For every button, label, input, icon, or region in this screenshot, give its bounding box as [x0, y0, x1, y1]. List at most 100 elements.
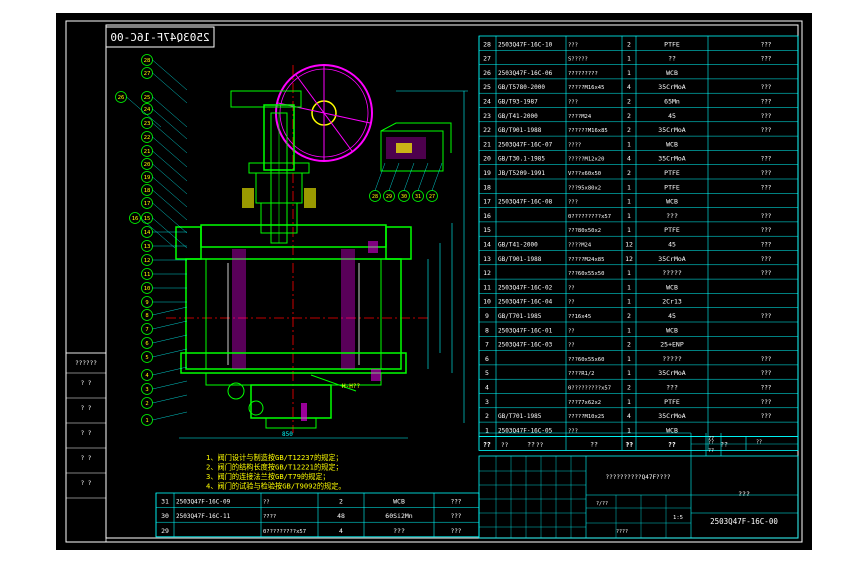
bom-qty: 2 — [627, 126, 631, 134]
bom-qty: 1 — [627, 398, 631, 406]
left-strip-text: ? ? — [81, 455, 92, 462]
bom-name: ????R1/2 — [568, 371, 595, 377]
bom-name: ?????M12x20 — [568, 157, 604, 163]
bom-name: ??????M16x85 — [568, 128, 608, 134]
bom-no: 14 — [483, 241, 491, 249]
bom-no: 8 — [485, 326, 489, 334]
balloon-number: 19 — [144, 175, 151, 181]
bom-note: ??? — [761, 413, 772, 420]
bom-name: ???77x62x2 — [568, 400, 601, 406]
bottom-qty: 2 — [339, 498, 343, 506]
bom-no: 5 — [485, 369, 489, 377]
bom-code: GB/T701-1985 — [498, 413, 542, 420]
left-strip-text: ? ? — [81, 480, 92, 487]
bom-code: GB/T30.1-1985 — [498, 156, 545, 163]
bom-material: 25+ENP — [660, 341, 684, 349]
bom-name: ????M24 — [568, 243, 592, 249]
bom-qty: 1 — [627, 283, 631, 291]
bom-name: 0?????????x57 — [568, 214, 611, 220]
balloon-number: 20 — [144, 162, 151, 168]
balloon-number: 21 — [144, 149, 151, 155]
bom-no: 23 — [483, 112, 491, 120]
title-qmarks: ?? — [536, 442, 544, 449]
bom-material: PTFE — [664, 226, 680, 234]
part-balloon: 27 — [426, 162, 443, 202]
part-balloon: 22 — [141, 131, 188, 168]
bom-name: ????????? — [568, 71, 598, 77]
bom-material: 65Mn — [664, 98, 680, 106]
bom-header: ?? — [720, 440, 728, 448]
bom-note: ??? — [761, 227, 772, 234]
bom-qty: 2 — [627, 40, 631, 48]
bom-note: ??? — [761, 399, 772, 406]
bom-material: WCB — [666, 426, 678, 434]
left-strip-table: ??????? ?? ?? ?? ?? ? — [65, 352, 107, 543]
left-strip-text: ? ? — [81, 430, 92, 437]
part-balloon: 30 — [398, 162, 415, 202]
part-balloon: 6 — [141, 334, 188, 349]
balloon-number: 9 — [145, 300, 148, 306]
bom-qty: 1 — [627, 55, 631, 63]
bom-qty: 4 — [627, 155, 631, 163]
bottom-name: ?? — [263, 500, 270, 506]
bom-note: ??? — [761, 385, 772, 392]
bom-code: 2503Q47F-16C-02 — [498, 284, 553, 291]
bom-material: 35CrMoA — [658, 126, 685, 134]
bottom-no: 30 — [161, 512, 169, 520]
part-balloon: 10 — [141, 282, 187, 294]
balloon-number: 24 — [144, 107, 151, 113]
bom-note: ??? — [761, 270, 772, 277]
part-balloon: 14 — [141, 226, 187, 238]
bom-qty: 1 — [627, 326, 631, 334]
bom-material: 45 — [668, 112, 676, 120]
bom-no: 12 — [483, 269, 491, 277]
bom-no: 9 — [485, 312, 489, 320]
bottom-no: 31 — [161, 498, 169, 506]
bottom-no: 29 — [161, 527, 169, 535]
bom-note: ??? — [761, 242, 772, 249]
technical-notes: 1、阀门设计与制造按GB/T12237的规定；2、阀门的结构长度按GB/T122… — [206, 453, 346, 491]
bom-no: 2 — [485, 412, 489, 420]
outer-frame — [65, 20, 803, 543]
bottom-note: ??? — [451, 499, 462, 506]
bom-material: 2Cr13 — [662, 298, 682, 306]
handwheel — [275, 64, 373, 162]
balloon-number: 18 — [144, 188, 151, 194]
part-balloon: 26 — [115, 91, 162, 128]
bom-qty: 1 — [627, 369, 631, 377]
bottom-name: ???? — [263, 514, 276, 520]
note-line: 3、阀门的连接法兰按GB/T79的规定； — [206, 472, 330, 481]
cad-canvas: 2503Q47F-16C-00 ??????? ?? ?? ?? ?? ? — [65, 20, 803, 543]
bom-code: GB/T901-1988 — [498, 127, 542, 134]
bom-qty: 2 — [627, 112, 631, 120]
title-sheet: ?/?? — [596, 501, 608, 507]
bom-qty: 1 — [627, 183, 631, 191]
title-qmarks: ?? — [668, 442, 676, 449]
bom-material: 45 — [668, 241, 676, 249]
part-balloon: 17 — [141, 197, 188, 234]
bom-qty: 1 — [627, 212, 631, 220]
bottom-code: 2503Q47F-16C-09 — [176, 499, 231, 506]
title-drawing-no: 2503Q47F-16C-00 — [710, 517, 778, 526]
bom-no: 22 — [483, 126, 491, 134]
part-balloon: 27 — [141, 67, 188, 104]
bom-qty: 1 — [627, 269, 631, 277]
bom-header: ?? — [527, 440, 535, 448]
bom-code: 2503Q47F-16C-03 — [498, 342, 553, 349]
bom-qty: 2 — [627, 384, 631, 392]
bom-material: 45 — [668, 312, 676, 320]
bom-code: GB/T5780-2000 — [498, 84, 545, 91]
bom-qty: 1 — [627, 69, 631, 77]
bom-code: 2503Q47F-16C-04 — [498, 299, 553, 306]
